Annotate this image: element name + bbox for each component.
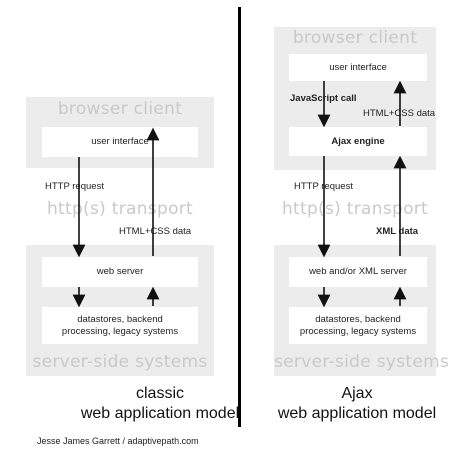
- classic-html-css-label: HTML+CSS data: [119, 226, 192, 237]
- ajax-engine-label: Ajax engine: [331, 135, 385, 147]
- classic-transport-title: http(s) transport: [46, 199, 194, 219]
- ajax-server-side-title: server-side systems: [274, 352, 450, 372]
- ajax-web-xml-server-box: web and/or XML server: [289, 257, 427, 287]
- classic-datastores-box: datastores, backend processing, legacy s…: [42, 307, 198, 344]
- classic-server-side-title: server-side systems: [32, 352, 208, 372]
- ajax-datastores-box: datastores, backend processing, legacy s…: [289, 307, 427, 344]
- classic-caption: classic web application model: [60, 384, 260, 424]
- ajax-transport-title: http(s) transport: [281, 199, 429, 219]
- classic-caption-line1: classic: [135, 385, 184, 402]
- ajax-datastores-line1: datastores, backend: [315, 313, 401, 325]
- ajax-caption-line1: Ajax: [341, 385, 373, 402]
- classic-datastores-line2: processing, legacy systems: [61, 325, 179, 337]
- classic-datastores-line1: datastores, backend: [77, 313, 163, 325]
- ajax-html-css-label: HTML+CSS data: [363, 108, 436, 119]
- ajax-engine-box: Ajax engine: [289, 127, 427, 156]
- classic-web-server-box: web server: [42, 257, 198, 287]
- ajax-caption: Ajax web application model: [262, 384, 452, 424]
- ajax-caption-line2: web application model: [277, 405, 437, 422]
- divider-line: [238, 7, 241, 427]
- ajax-browser-client-title: browser client: [292, 28, 418, 48]
- ajax-datastores-line2: processing, legacy systems: [299, 325, 417, 337]
- classic-http-request-label: HTTP request: [45, 181, 104, 192]
- credit-line: Jesse James Garrett / adaptivepath.com: [37, 436, 199, 446]
- ajax-user-interface-box: user interface: [289, 54, 427, 81]
- classic-browser-client-title: browser client: [57, 99, 183, 119]
- ajax-xml-data-label: XML data: [376, 226, 419, 237]
- classic-user-interface-box: user interface: [42, 127, 198, 157]
- classic-caption-line2: web application model: [80, 405, 240, 422]
